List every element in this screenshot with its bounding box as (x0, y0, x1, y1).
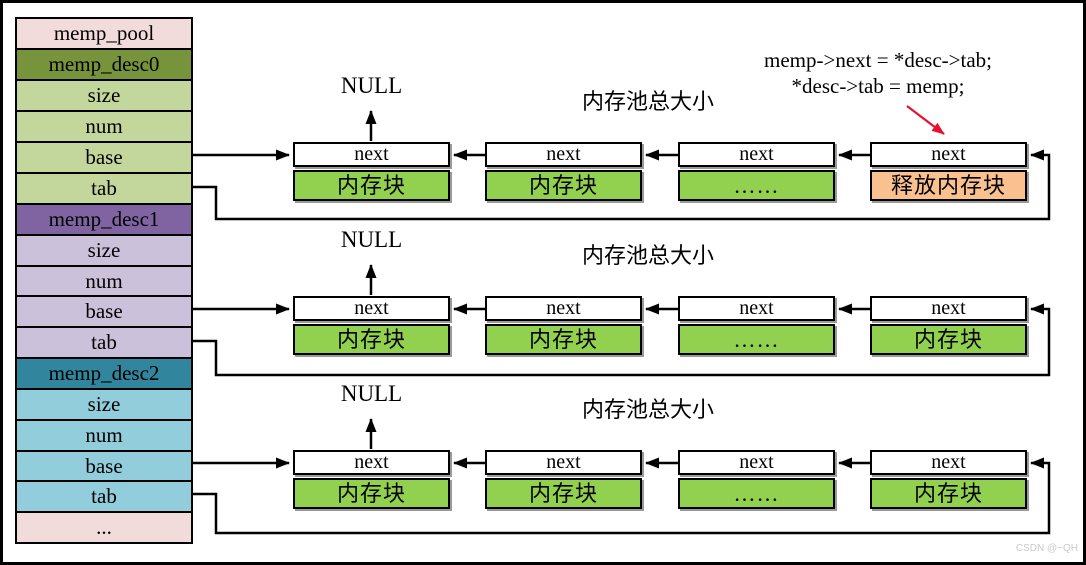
tab1-pointer-line (193, 303, 1051, 377)
memory-block: 内存块 (293, 170, 450, 201)
sidebar-cell-memp-pool: memp_pool (15, 17, 193, 50)
memory-block-ellipsis: …… (678, 324, 835, 355)
sidebar-cell-base1: base (15, 295, 193, 328)
code-annotation-line2: *desc->tab = memp; (791, 74, 965, 98)
next-box: next (678, 450, 835, 475)
null-label: NULL (340, 227, 403, 252)
memory-block: 内存块 (485, 478, 642, 509)
watermark: CSDN @~QH (1015, 543, 1078, 554)
connector-layer (193, 105, 1051, 535)
tab2-pointer-line (193, 457, 1051, 535)
next-box: next (870, 142, 1027, 167)
sidebar-cell-ellipsis: ... (15, 511, 193, 544)
tab0-pointer-line (193, 149, 1051, 221)
next-box: next (678, 296, 835, 321)
pool-total-size-label: 内存池总大小 (581, 243, 714, 268)
memory-block: 内存块 (293, 478, 450, 509)
sidebar-cell-memp-desc1: memp_desc1 (15, 203, 193, 236)
next-box: next (485, 142, 642, 167)
memory-block: 内存块 (293, 324, 450, 355)
memory-block-ellipsis: …… (678, 170, 835, 201)
next-box: next (870, 450, 1027, 475)
sidebar-cell-tab0: tab (15, 172, 193, 205)
sidebar-cell-size1: size (15, 234, 193, 267)
next-box: next (678, 142, 835, 167)
red-callout-arrow (906, 105, 945, 135)
next-box: next (293, 296, 450, 321)
memory-block-ellipsis: …… (678, 478, 835, 509)
null-label: NULL (340, 381, 403, 406)
sidebar-cell-num0: num (15, 110, 193, 143)
pool-total-size-label: 内存池总大小 (581, 89, 714, 114)
memory-block: 内存块 (485, 324, 642, 355)
code-annotation-line1: memp->next = *desc->tab; (764, 48, 992, 72)
sidebar-cell-size0: size (15, 79, 193, 112)
memory-block: 内存块 (485, 170, 642, 201)
next-box: next (485, 450, 642, 475)
next-box: next (485, 296, 642, 321)
memory-block: 内存块 (870, 324, 1027, 355)
next-box: next (293, 142, 450, 167)
sidebar-cell-memp-desc2: memp_desc2 (15, 357, 193, 390)
sidebar-cell-num1: num (15, 265, 193, 297)
memory-block: 内存块 (870, 478, 1027, 509)
code-annotation: memp->next = *desc->tab; *desc->tab = me… (713, 47, 1043, 99)
next-box: next (870, 296, 1027, 321)
pool-total-size-label: 内存池总大小 (581, 397, 714, 422)
next-box: next (293, 450, 450, 475)
released-memory-block: 释放内存块 (870, 170, 1027, 201)
null-label: NULL (340, 73, 403, 98)
